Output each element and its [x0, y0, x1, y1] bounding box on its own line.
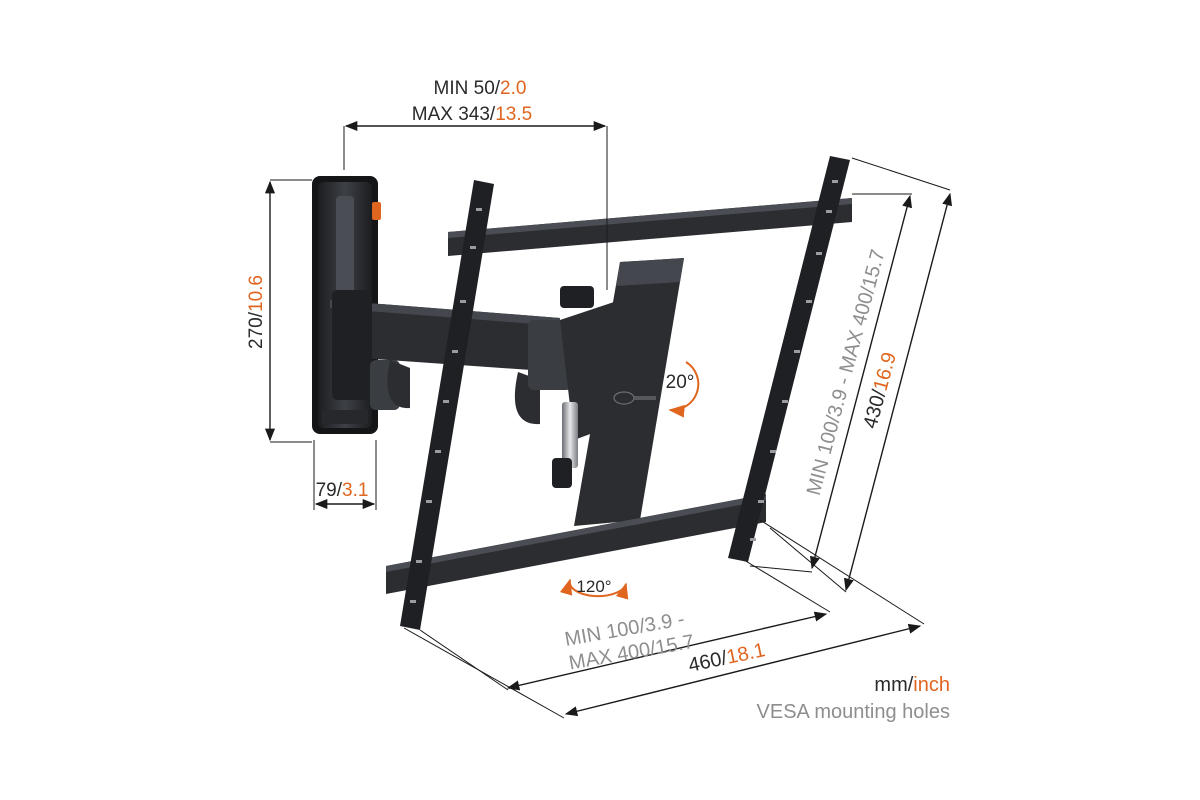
overall-height-dimension-line [844, 192, 952, 592]
vesa-note: VESA mounting holes [756, 701, 950, 723]
brand-logo-icon [613, 391, 656, 405]
overall-width-label: 460/18.1 [686, 639, 767, 677]
articulating-arm [330, 286, 628, 488]
plate-width-label: 79/3.1 [316, 480, 369, 501]
swivel-label: 120° [576, 577, 611, 596]
depth-min-label: MIN 50/2.0 [434, 78, 527, 99]
tilt-label: 20° [666, 372, 695, 393]
depth-max-label: MAX 343/13.5 [412, 104, 532, 125]
swivel-arrow-icon [559, 578, 629, 600]
orange-tab [372, 202, 381, 220]
tilt-arrow-icon [668, 361, 700, 418]
units-line: mm/inch [874, 674, 950, 696]
plate-height-label: 270/10.6 [246, 275, 267, 349]
vesa-horizontal-label: MIN 100/3.9 - MAX 400/15.7 [563, 608, 696, 674]
units-legend: mm/inch VESA mounting holes [757, 672, 950, 726]
overall-width-dimension-line [564, 623, 922, 717]
tilt-head [574, 258, 684, 526]
